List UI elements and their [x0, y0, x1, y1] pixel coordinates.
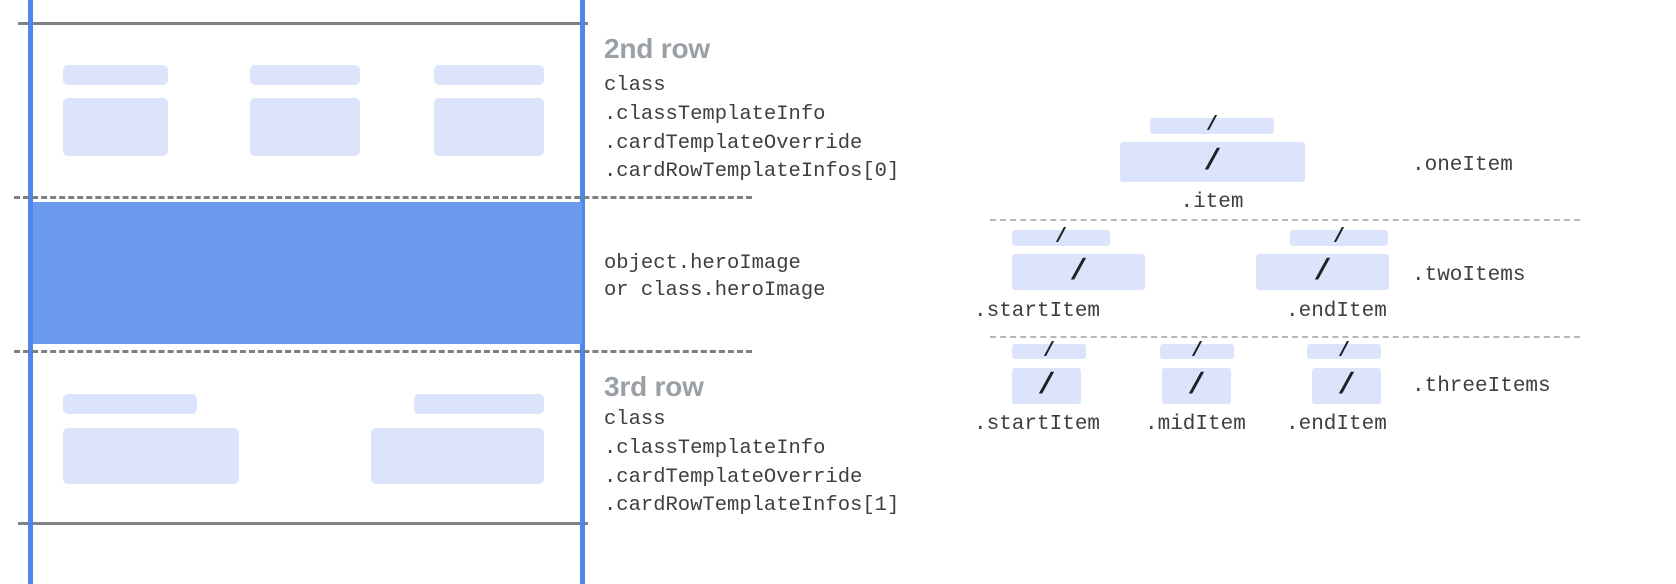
two-items-row-label: .twoItems — [1412, 264, 1526, 287]
row2-annotation-code-line-4: .cardRowTemplateInfos[0] — [604, 160, 900, 184]
card-right-guide — [580, 0, 585, 584]
slash-glyph: / — [1332, 226, 1345, 249]
hero-annotation-code-line-2: or class.heroImage — [604, 279, 826, 302]
slash-glyph: / — [1337, 369, 1356, 403]
two-items-start-value-bar: / — [1012, 254, 1145, 290]
slash-glyph: / — [1054, 226, 1067, 249]
row2-annotation-title: 2nd row — [604, 33, 710, 64]
one-item-row-label: .oneItem — [1412, 154, 1513, 177]
card-bottom-border — [18, 522, 588, 525]
row2-label-placeholder-1 — [63, 65, 168, 85]
slash-glyph: / — [1190, 339, 1203, 363]
three-items-mid-cell-label: .midItem — [1145, 413, 1246, 436]
one-item-cell-label: .item — [1180, 191, 1244, 214]
two-items-start-label-bar: / — [1012, 226, 1110, 249]
row2-label-placeholder-3 — [434, 65, 544, 85]
one-item-label-bar: / — [1150, 114, 1274, 137]
hero-annotation-code-line-1: object.heroImage — [604, 252, 801, 275]
row3-annotation-code-line-2: .classTemplateInfo — [604, 436, 826, 460]
slash-glyph: / — [1313, 255, 1332, 289]
row2-value-placeholder-3 — [434, 98, 544, 156]
card-left-guide — [28, 0, 33, 584]
row2-annotation-code-line-1: class — [604, 74, 666, 97]
three-items-end-label-bar: / — [1307, 339, 1381, 363]
divider-below-hero — [14, 350, 752, 353]
row2-value-placeholder-1 — [63, 98, 168, 156]
two-items-end-label-bar: / — [1290, 226, 1388, 249]
row2-annotation-code-line-2: .classTemplateInfo — [604, 102, 826, 126]
slash-glyph: / — [1337, 339, 1350, 363]
one-item-value-bar: / — [1120, 142, 1305, 182]
two-items-start-cell-label: .startItem — [974, 300, 1101, 323]
card-top-border — [18, 22, 588, 25]
row2-annotation-code-line-3: .cardTemplateOverride — [604, 131, 863, 155]
row3-label-placeholder-1 — [63, 394, 197, 414]
row3-annotation-code-line-4: .cardRowTemplateInfos[1] — [604, 494, 900, 518]
slash-glyph: / — [1203, 145, 1222, 179]
card-layout-diagram — [0, 0, 752, 584]
two-items-end-value-bar: / — [1256, 254, 1389, 290]
item-divider-2 — [990, 336, 1580, 338]
row3-annotation-title: 3rd row — [604, 371, 704, 402]
row3-value-placeholder-1 — [63, 428, 239, 484]
slash-glyph: / — [1037, 369, 1056, 403]
row3-annotation-code-line-3: .cardTemplateOverride — [604, 465, 863, 489]
three-items-end-cell-label: .endItem — [1286, 413, 1387, 436]
item-variants-diagram: / / .item .oneItem / / .startItem / / — [960, 0, 1676, 584]
three-items-end-value-bar: / — [1312, 368, 1381, 404]
divider-above-hero — [14, 196, 752, 199]
slash-glyph: / — [1187, 369, 1206, 403]
two-items-end-cell-label: .endItem — [1286, 300, 1387, 323]
three-items-mid-value-bar: / — [1162, 368, 1231, 404]
item-divider-1 — [990, 219, 1580, 221]
slash-glyph: / — [1042, 339, 1055, 363]
hero-image-band — [33, 202, 582, 344]
row3-annotation-code-line-1: class — [604, 408, 666, 431]
slash-glyph: / — [1205, 114, 1218, 137]
row3-value-placeholder-2 — [371, 428, 544, 484]
row2-value-placeholder-2 — [250, 98, 360, 156]
slash-glyph: / — [1069, 255, 1088, 289]
three-items-row-label: .threeItems — [1412, 375, 1551, 398]
row3-label-placeholder-2 — [414, 394, 544, 414]
three-items-start-cell-label: .startItem — [974, 413, 1101, 436]
three-items-start-value-bar: / — [1012, 368, 1081, 404]
three-items-start-label-bar: / — [1012, 339, 1086, 363]
three-items-mid-label-bar: / — [1160, 339, 1234, 363]
row2-label-placeholder-2 — [250, 65, 360, 85]
